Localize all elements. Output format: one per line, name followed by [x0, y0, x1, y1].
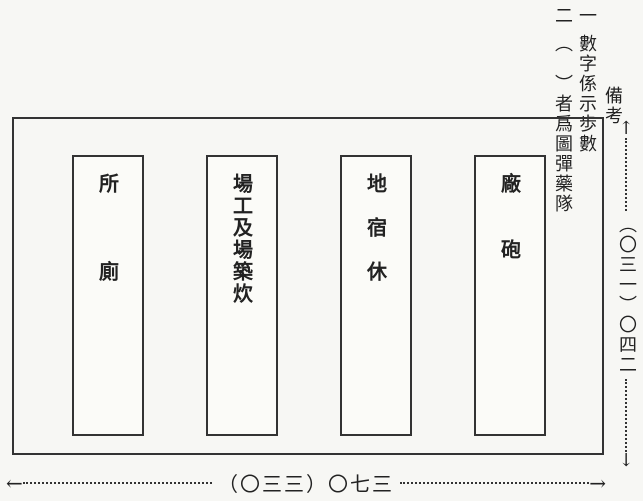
width-label: （〇三三）〇七三: [218, 472, 394, 496]
building-ordnance-label: 廠 砲: [497, 173, 522, 261]
note-2-number: 二: [552, 6, 573, 26]
building-latrine-label: 所 廁: [95, 173, 120, 283]
dimension-line: [625, 138, 627, 211]
arrow-right-icon: →: [589, 470, 606, 495]
building-ordnance: 廠 砲: [474, 155, 546, 436]
depth-label: （〇三一）〇四二: [616, 215, 637, 375]
note-2: 二 （ ）者爲圖彈藥隊: [552, 6, 573, 214]
building-dormitory-label: 地 宿 休: [363, 173, 388, 283]
note-1: 一 數字係示歩數: [576, 6, 597, 214]
remark-heading: 備考: [599, 86, 625, 126]
note-2-text: （ ）者爲圖彈藥隊: [552, 34, 573, 214]
dimension-width: ← （〇三三）〇七三 →: [6, 468, 606, 497]
note-1-number: 一: [576, 6, 597, 26]
remark-label: 備考: [602, 86, 623, 126]
building-dormitory: 地 宿 休: [340, 155, 412, 436]
dimension-line: [400, 481, 590, 484]
dimension-depth: ↑ （〇三一）〇四二 ↓: [613, 120, 639, 470]
arrow-up-icon: ↑: [618, 118, 634, 139]
notes-block: 一 數字係示歩數 二 （ ）者爲圖彈藥隊: [552, 6, 597, 214]
arrow-down-icon: ↓: [618, 450, 634, 471]
dimension-line: [625, 379, 627, 452]
building-workshop-label: 場工及場築炊: [229, 173, 254, 305]
building-latrine: 所 廁: [72, 155, 144, 436]
dimension-line: [22, 481, 212, 484]
arrow-left-icon: ←: [6, 470, 23, 495]
site-boundary: 所 廁 場工及場築炊 地 宿 休 廠 砲: [12, 117, 604, 455]
note-1-text: 數字係示歩數: [576, 34, 597, 154]
building-workshop: 場工及場築炊: [206, 155, 278, 436]
